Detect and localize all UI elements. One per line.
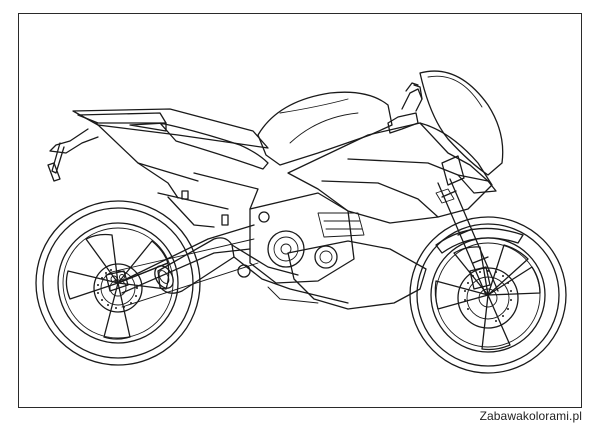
chain [115, 238, 259, 308]
front-fairing [287, 70, 504, 224]
page-frame [18, 13, 582, 408]
front-wheel [409, 216, 567, 374]
seat [159, 122, 269, 170]
tail-section [47, 108, 269, 199]
lower-fairing [287, 240, 427, 310]
motorcycle-line-art [35, 70, 567, 374]
frame [117, 172, 259, 294]
engine [237, 192, 365, 284]
handlebar [387, 82, 423, 134]
fuel-tank [257, 91, 393, 166]
watermark: Zabawakolorami.pl [479, 409, 582, 423]
front-fender [435, 227, 524, 254]
exhaust [154, 237, 349, 304]
